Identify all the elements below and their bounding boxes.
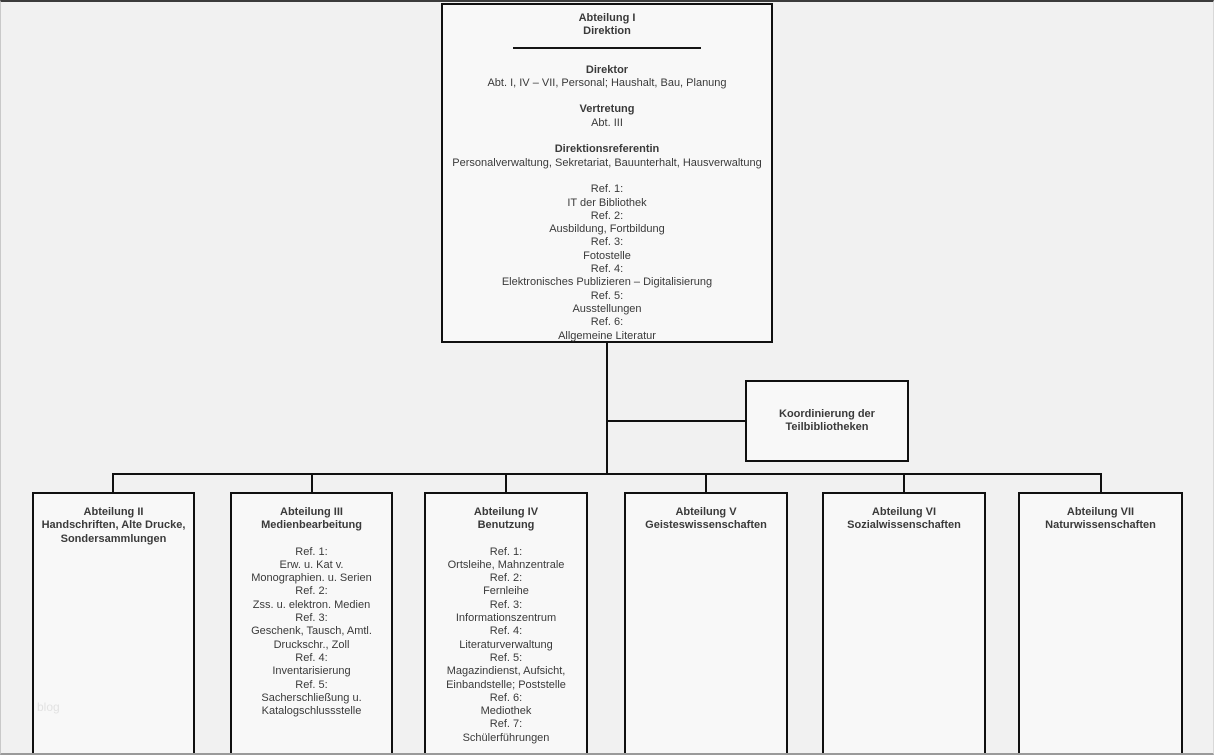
text-line: Abteilung IV [473, 506, 539, 518]
text-line: Benutzung [477, 519, 535, 532]
text-line: Mediothek [480, 705, 532, 718]
text-line: Ref. 4: [489, 625, 523, 638]
text-line [443, 130, 771, 143]
text-line: Ref. 3: [590, 236, 624, 249]
text-line: IT der Bibliothek [567, 196, 647, 209]
connector-stub-dept-3 [311, 473, 313, 492]
text-line: Naturwissenschaften [1045, 519, 1156, 532]
text-line: Ref. 1: [295, 545, 328, 558]
text-line: Ref. 5: [489, 651, 523, 664]
text-line: Ref. 6: [590, 316, 624, 329]
text-line: Fotostelle [583, 249, 631, 262]
text-line: Monographien. u. Serien [251, 572, 372, 585]
text-line: Direktionsreferentin [554, 143, 660, 156]
text-line: Geisteswissenschaften [645, 519, 767, 532]
text-line: Ref. 2: [590, 209, 624, 222]
text-line: Teilbibliotheken [785, 421, 869, 433]
text-line: Ref. 4: [590, 263, 624, 276]
connector-horizontal-rail [112, 473, 1102, 475]
text-line: Zss. u. elektron. Medien [252, 598, 371, 611]
text-line [443, 170, 771, 183]
text-line: Elektronisches Publizieren – Digitalisie… [501, 276, 713, 289]
text-line: Inventarisierung [272, 665, 351, 678]
connector-stub-dept-7 [1100, 473, 1102, 492]
text-line: Ortsleihe, Mahnzentrale [447, 558, 565, 571]
text-line: Ref. 2: [489, 572, 523, 585]
connector-root-vertical [606, 343, 608, 475]
text-line: Abteilung VI [871, 506, 937, 518]
divider-line [513, 46, 701, 49]
text-line: Literaturverwaltung [459, 638, 553, 651]
text-line: Druckschr., Zoll [273, 638, 350, 651]
connector-stub-dept-2 [112, 473, 114, 492]
text-line: Personalverwaltung, Sekretariat, Bauunte… [452, 156, 762, 169]
text-line: Sozialwissenschaften [847, 519, 961, 532]
connector-coordination-branch [608, 420, 745, 422]
text-line [443, 90, 771, 103]
text-line: Ref. 7: [489, 718, 523, 731]
text-line: Abteilung V [675, 506, 737, 518]
text-line: Katalogschlussstelle [261, 705, 362, 718]
text-line: Abteilung VII [1066, 506, 1135, 518]
text-line: Ref. 5: [295, 678, 328, 691]
text-line: Abteilung III [280, 506, 343, 518]
text-line: Geschenk, Tausch, Amtl. [251, 625, 372, 638]
text-line: Ausstellungen [572, 302, 642, 315]
text-line: Fernleihe [483, 585, 529, 598]
text-line: Abteilung I [578, 12, 636, 24]
text-line: Sacherschließung u. [261, 691, 362, 704]
text-line: Direktion [583, 25, 631, 38]
text-line: Ref. 6: [489, 691, 523, 704]
text-line: Ref. 2: [295, 585, 328, 598]
watermark-text: blog [37, 700, 60, 714]
text-line: Direktor [585, 63, 629, 76]
text-line: Medienbearbeitung [261, 519, 362, 532]
text-line: Erw. u. Kat v. [279, 558, 344, 571]
text-line: Abt. III [591, 116, 623, 129]
text-line: Vertretung [579, 103, 635, 116]
text-line: Einbandstelle; Poststelle [446, 678, 566, 691]
text-line: Schülerführungen [462, 731, 550, 744]
text-line: Sondersammlungen [60, 532, 167, 545]
connector-stub-dept-6 [903, 473, 905, 492]
connector-stub-dept-5 [705, 473, 707, 492]
text-line: Ref. 4: [295, 651, 328, 664]
text-line: Ref. 3: [295, 612, 328, 625]
text-line: Allgemeine Literatur [558, 329, 656, 342]
text-line: Magazindienst, Aufsicht, [446, 665, 566, 678]
text-line: Abteilung II [83, 506, 144, 518]
text-line: Ref. 3: [489, 598, 523, 611]
text-line: Koordinierung der [779, 407, 875, 420]
text-line: Ausbildung, Fortbildung [549, 223, 665, 236]
text-line: Abt. I, IV – VII, Personal; Haushalt, Ba… [487, 76, 727, 89]
text-line: Handschriften, Alte Drucke, [41, 519, 186, 532]
text-line: Ref. 5: [590, 289, 624, 302]
text-line: Informationszentrum [455, 612, 557, 625]
dept-body: Ref. 1:Erw. u. Kat v.Monographien. u. Se… [232, 546, 391, 719]
text-line: Ref. 1: [590, 183, 624, 196]
text-line: Ref. 1: [489, 545, 523, 558]
connector-stub-dept-4 [505, 473, 507, 492]
